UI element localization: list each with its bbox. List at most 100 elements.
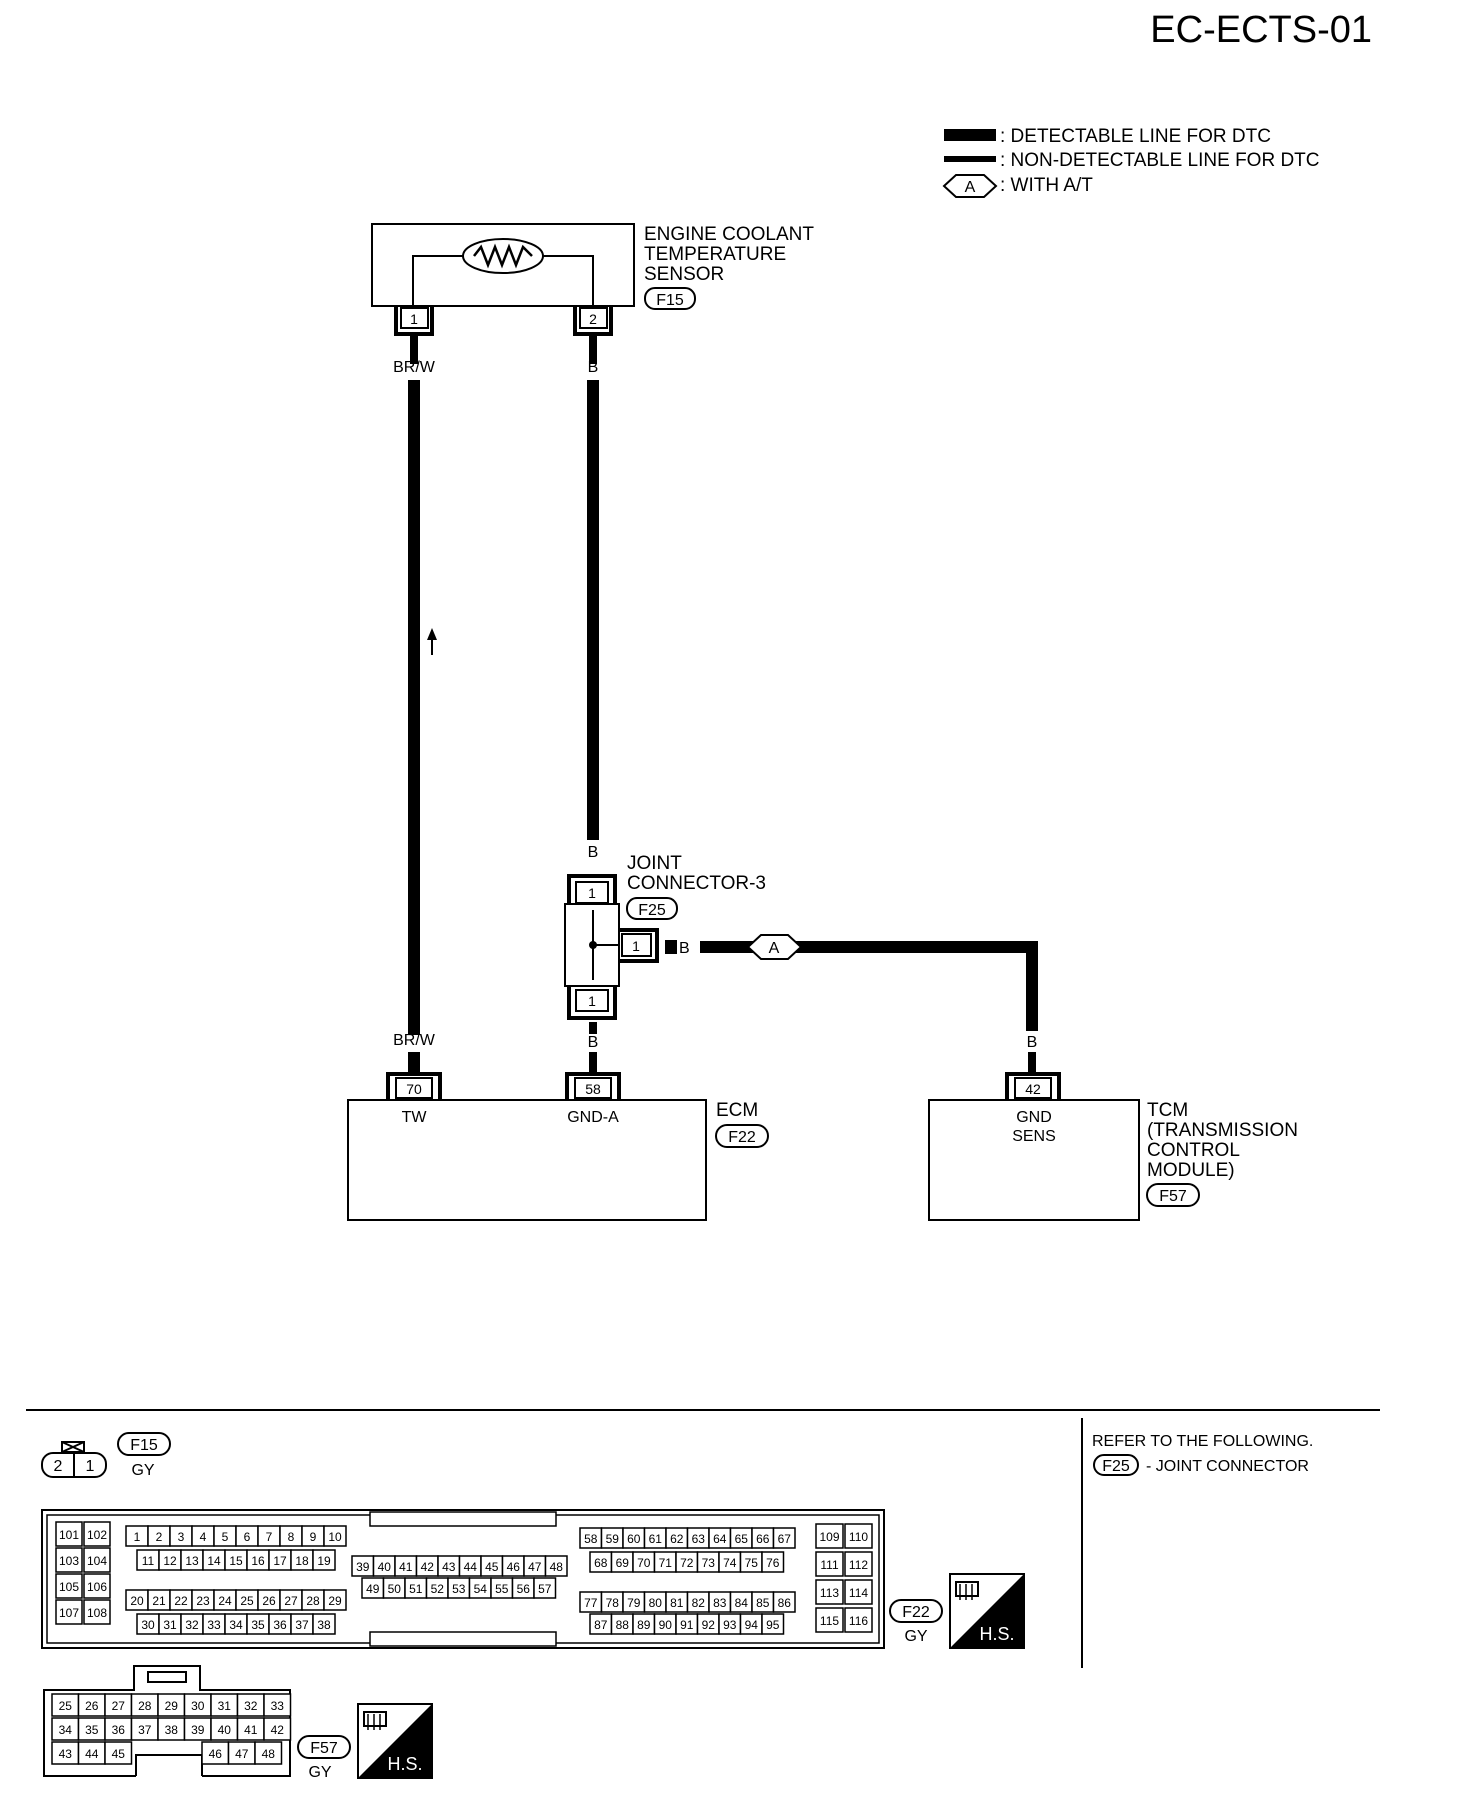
cavity-number: 43: [442, 1560, 456, 1574]
cavity-number: 26: [85, 1699, 99, 1713]
connector-cavity: [55, 1521, 83, 1547]
joint-connector-badge: [626, 897, 678, 920]
tcm-connector-badge: [1146, 1183, 1200, 1207]
cavity-number: 101: [59, 1528, 79, 1542]
cavity-number: 30: [191, 1699, 205, 1713]
cavity-number: 42: [271, 1723, 285, 1737]
cavity-number: 32: [185, 1618, 199, 1632]
cavity-number: 43: [59, 1747, 73, 1761]
connector-cavity: [83, 1599, 111, 1625]
cavity-number: 75: [745, 1556, 759, 1570]
sensor-pin-1: 1: [410, 311, 418, 327]
cavity-number: 68: [594, 1556, 608, 1570]
detectable-line-swatch: [944, 129, 996, 141]
cavity-number: 2: [156, 1530, 163, 1544]
f15-connector-view: 2 1 F15 GY: [41, 1432, 171, 1479]
cavity-number: 108: [87, 1606, 107, 1620]
connector-cavity: [323, 1589, 347, 1611]
cavity-number: 63: [692, 1532, 706, 1546]
cavity-number: 10: [328, 1530, 342, 1544]
cavity-number: 8: [288, 1530, 295, 1544]
cavity-number: 1: [134, 1530, 141, 1544]
f15-badge: [117, 1432, 171, 1456]
refer-title: REFER TO THE FOLLOWING.: [1092, 1433, 1313, 1450]
cavity-number: 41: [399, 1560, 413, 1574]
f15-pin-1: 1: [86, 1458, 95, 1475]
sensor-name-line-2: TEMPERATURE: [644, 244, 786, 265]
cavity-number: 28: [306, 1594, 320, 1608]
cavity-number: 35: [251, 1618, 265, 1632]
cavity-number: 115: [820, 1614, 839, 1628]
cavity-number: 42: [421, 1560, 435, 1574]
ecm-pin-58: 58: [585, 1081, 601, 1097]
cavity-number: 29: [165, 1699, 179, 1713]
cavity-number: 76: [766, 1556, 780, 1570]
cavity-number: 62: [670, 1532, 684, 1546]
cavity-number: 81: [670, 1596, 684, 1610]
tcm-pin-42: 42: [1025, 1081, 1041, 1097]
f22-code: F22: [902, 1604, 930, 1621]
cavity-number: 38: [165, 1723, 179, 1737]
joint-pin-bottom: 1: [588, 993, 596, 1009]
connector-cavity: [815, 1523, 844, 1549]
cavity-number: 77: [584, 1596, 598, 1610]
ecm-pin-70: 70: [406, 1081, 422, 1097]
tcm-name-line-1: TCM: [1147, 1100, 1188, 1121]
sensor-name-line-1: ENGINE COOLANT: [644, 224, 814, 245]
cavity-number: 13: [185, 1554, 199, 1568]
cavity-number: 29: [328, 1594, 342, 1608]
cavity-number: 47: [235, 1747, 249, 1761]
ecm-name: ECM: [716, 1100, 758, 1121]
wire-color-joint-top: B: [588, 844, 599, 861]
cavity-number: 27: [284, 1594, 298, 1608]
f15-code: F15: [130, 1437, 158, 1454]
cavity-number: 23: [196, 1594, 210, 1608]
cavity-number: 92: [702, 1618, 716, 1632]
cavity-number: 113: [820, 1586, 839, 1600]
cavity-number: 51: [409, 1582, 423, 1596]
cavity-number: 30: [141, 1618, 155, 1632]
connector-cavity: [844, 1523, 873, 1549]
cavity-number: 18: [295, 1554, 309, 1568]
f57-badge: [297, 1735, 351, 1759]
cavity-number: 109: [819, 1530, 839, 1544]
cavity-number: 26: [262, 1594, 276, 1608]
cavity-number: 48: [550, 1560, 564, 1574]
tcm-connector-code: F57: [1159, 1188, 1187, 1205]
legend-option-letter: A: [965, 179, 976, 196]
cavity-number: 70: [637, 1556, 651, 1570]
cavity-number: 49: [366, 1582, 380, 1596]
tcm-name-line-2: (TRANSMISSION: [1147, 1120, 1298, 1141]
cavity-number: 91: [680, 1618, 694, 1632]
connector-cavity: [83, 1547, 111, 1573]
cavity-number: 31: [218, 1699, 232, 1713]
sensor-name-line-3: SENSOR: [644, 264, 724, 285]
legend-non-detectable: : NON-DETECTABLE LINE FOR DTC: [1000, 150, 1320, 171]
cavity-number: 74: [723, 1556, 737, 1570]
connector-cavity: [263, 1717, 292, 1741]
cavity-number: 79: [627, 1596, 641, 1610]
cavity-number: 47: [528, 1560, 542, 1574]
cavity-number: 106: [87, 1580, 107, 1594]
cavity-number: 83: [713, 1596, 727, 1610]
cavity-number: 6: [244, 1530, 251, 1544]
cavity-number: 112: [849, 1558, 868, 1572]
connector-cavity: [83, 1573, 111, 1599]
cavity-number: 53: [452, 1582, 466, 1596]
cavity-number: 36: [273, 1618, 287, 1632]
cavity-number: 21: [152, 1594, 166, 1608]
cavity-number: 25: [59, 1699, 73, 1713]
cavity-number: 3: [178, 1530, 185, 1544]
tcm-name-line-4: MODULE): [1147, 1160, 1235, 1181]
cavity-number: 25: [240, 1594, 254, 1608]
f15-pin-2: 2: [54, 1458, 63, 1475]
connector-cavity: [263, 1693, 292, 1717]
connector-cavity: [55, 1573, 83, 1599]
cavity-number: 17: [273, 1554, 287, 1568]
ecm-pin-58-label: GND-A: [567, 1109, 619, 1126]
cavity-number: 20: [130, 1594, 144, 1608]
cavity-number: 50: [388, 1582, 402, 1596]
